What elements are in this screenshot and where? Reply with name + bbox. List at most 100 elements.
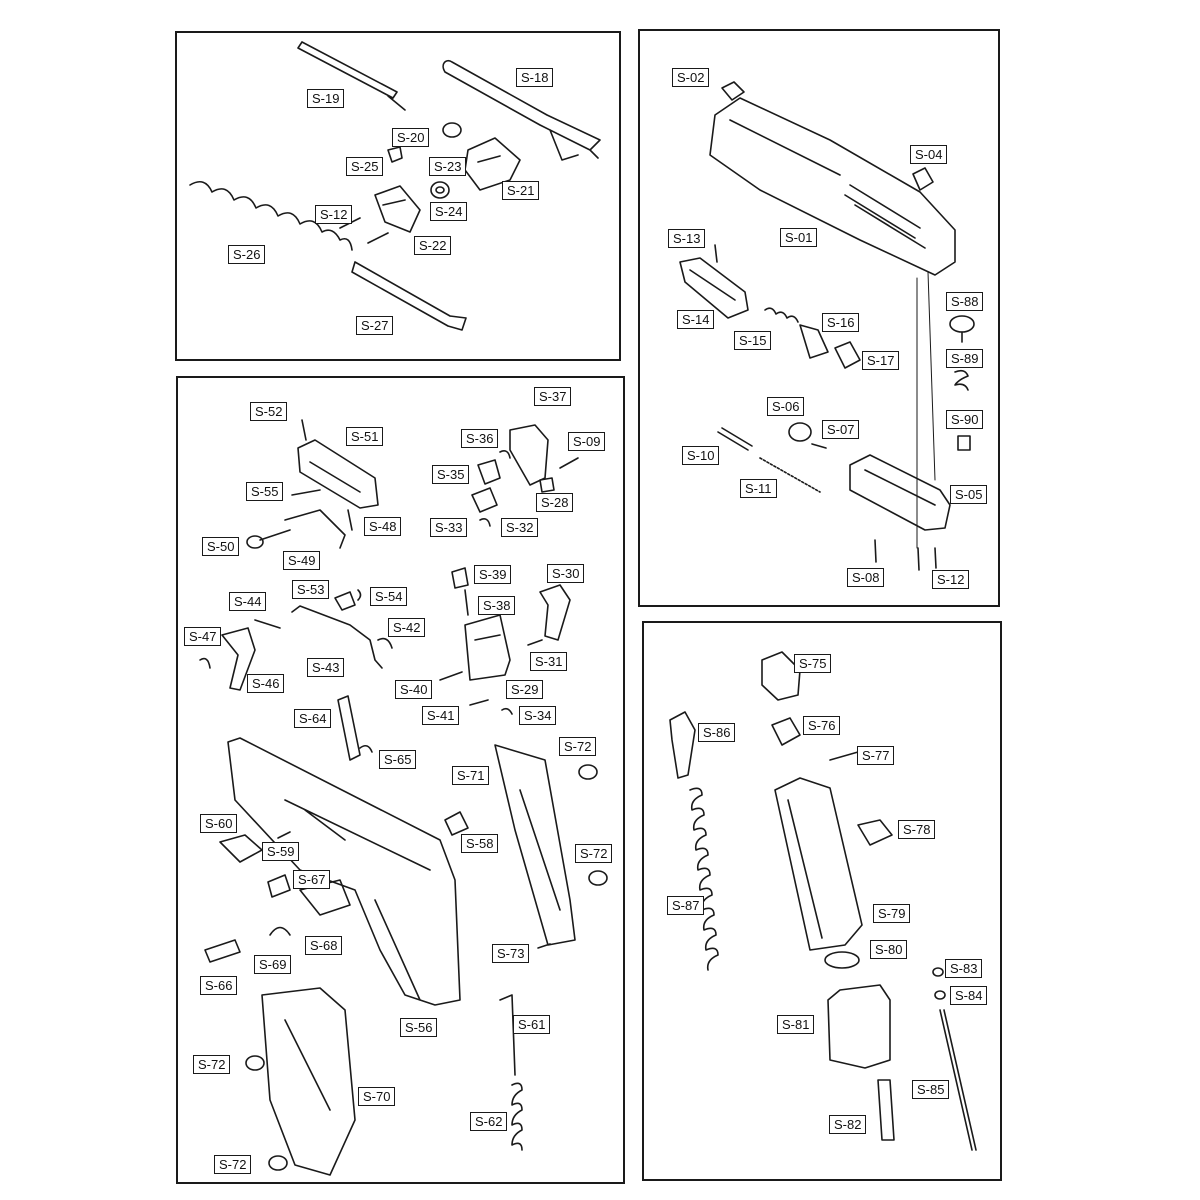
trigger-housing-s51-drawing	[297, 439, 379, 509]
recoil-spring-s26-drawing	[189, 180, 353, 251]
label-s-59: S-59	[262, 842, 300, 861]
label-s-89: S-89	[946, 349, 984, 368]
label-s-88: S-88	[946, 292, 984, 311]
label-s-48: S-48	[364, 517, 402, 536]
pin-s41-drawing	[469, 699, 489, 706]
label-s-38: S-38	[478, 596, 516, 615]
label-s-80: S-80	[870, 940, 908, 959]
lever-s49-drawing	[284, 509, 346, 549]
lever-s67-drawing	[267, 874, 291, 898]
label-s-55: S-55	[246, 482, 284, 501]
label-s-72-c: S-72	[193, 1055, 231, 1074]
pin-s31-drawing	[527, 639, 543, 646]
label-s-58: S-58	[461, 834, 499, 853]
spring-s87-drawing	[689, 787, 719, 971]
label-s-34: S-34	[519, 706, 557, 725]
label-s-15: S-15	[734, 331, 772, 350]
label-s-24: S-24	[430, 202, 468, 221]
label-s-86: S-86	[698, 723, 736, 742]
label-s-35: S-35	[432, 465, 470, 484]
label-s-18: S-18	[516, 68, 554, 87]
sear-s35-drawing	[477, 459, 501, 485]
grip-left-s70-drawing	[261, 987, 356, 1176]
spring-s62-drawing	[511, 1082, 523, 1151]
label-s-29: S-29	[506, 680, 544, 699]
magazine-panel	[642, 621, 1002, 1181]
sear-housing-s37-drawing	[509, 424, 549, 486]
screw-s88-drawing	[949, 315, 975, 343]
block-s17-drawing	[834, 341, 861, 369]
screw-s72c-drawing	[245, 1055, 265, 1071]
label-s-37: S-37	[534, 387, 572, 406]
label-s-08: S-08	[847, 568, 885, 587]
slide-insert-s05-drawing	[849, 454, 951, 531]
rod-s61-drawing	[499, 994, 516, 1076]
lever-s53-drawing	[334, 591, 356, 611]
label-s-46: S-46	[247, 674, 285, 693]
pin-s59-drawing	[277, 831, 291, 839]
screw-s72d-drawing	[268, 1155, 288, 1171]
trigger-bar-s43-drawing	[291, 605, 383, 669]
spring-s47-drawing	[199, 657, 211, 669]
hop-rubber-s24-drawing	[430, 181, 450, 199]
spring-s65-drawing	[359, 744, 373, 753]
spring-s15-drawing	[764, 307, 799, 323]
label-s-42: S-42	[388, 618, 426, 637]
disconnector-s39-drawing	[451, 567, 469, 589]
label-s-28: S-28	[536, 493, 574, 512]
spring-s33-drawing	[479, 518, 491, 527]
part-s83-drawing	[932, 967, 944, 977]
spring-s38-drawing	[464, 589, 469, 616]
label-s-64: S-64	[294, 709, 332, 728]
pin-s40-drawing	[439, 671, 463, 681]
spring-s42-drawing	[377, 637, 393, 649]
label-s-21: S-21	[502, 181, 540, 200]
hammer-s30-drawing	[539, 584, 571, 641]
pin-s55-drawing	[291, 489, 321, 496]
label-s-56: S-56	[400, 1018, 438, 1037]
label-s-30: S-30	[547, 564, 585, 583]
pin-s73-drawing	[537, 943, 551, 949]
label-s-31: S-31	[530, 652, 568, 671]
pin-s52-drawing	[301, 419, 307, 441]
label-s-32: S-32	[501, 518, 539, 537]
label-s-54: S-54	[370, 587, 408, 606]
label-s-23: S-23	[429, 157, 467, 176]
magazine-body-s79-drawing	[774, 777, 863, 951]
label-s-67: S-67	[293, 870, 331, 889]
part-s76-drawing	[771, 717, 801, 746]
pin-s44-drawing	[254, 619, 281, 629]
guide-line-slide	[916, 271, 936, 549]
label-s-02: S-02	[672, 68, 710, 87]
valve-s16-drawing	[799, 324, 829, 359]
slide-panel	[638, 29, 1000, 607]
screw-s72b-drawing	[588, 870, 608, 886]
decocker-s60-drawing	[219, 834, 263, 863]
label-s-16: S-16	[822, 313, 860, 332]
pin-s77-drawing	[829, 751, 859, 761]
label-s-04: S-04	[910, 145, 948, 164]
label-s-90: S-90	[946, 410, 984, 429]
screws-s08-s12-drawing	[874, 539, 937, 571]
label-s-20: S-20	[392, 128, 430, 147]
screw-s72a-drawing	[578, 764, 598, 780]
label-s-27: S-27	[356, 316, 394, 335]
pin-s07-drawing	[811, 443, 827, 449]
label-s-05: S-05	[950, 485, 988, 504]
label-s-83: S-83	[945, 959, 983, 978]
label-s-43: S-43	[307, 658, 345, 677]
part-s58-drawing	[444, 811, 469, 836]
part-s28-drawing	[539, 477, 555, 493]
rod-s85-drawing	[939, 1009, 977, 1151]
label-s-13: S-13	[668, 229, 706, 248]
label-s-40: S-40	[395, 680, 433, 699]
label-s-14: S-14	[677, 310, 715, 329]
label-s-22: S-22	[414, 236, 452, 255]
label-s-07: S-07	[822, 420, 860, 439]
label-s-69: S-69	[254, 955, 292, 974]
label-s-33: S-33	[430, 518, 468, 537]
label-s-71: S-71	[452, 766, 490, 785]
spring-s69-drawing	[269, 926, 291, 936]
